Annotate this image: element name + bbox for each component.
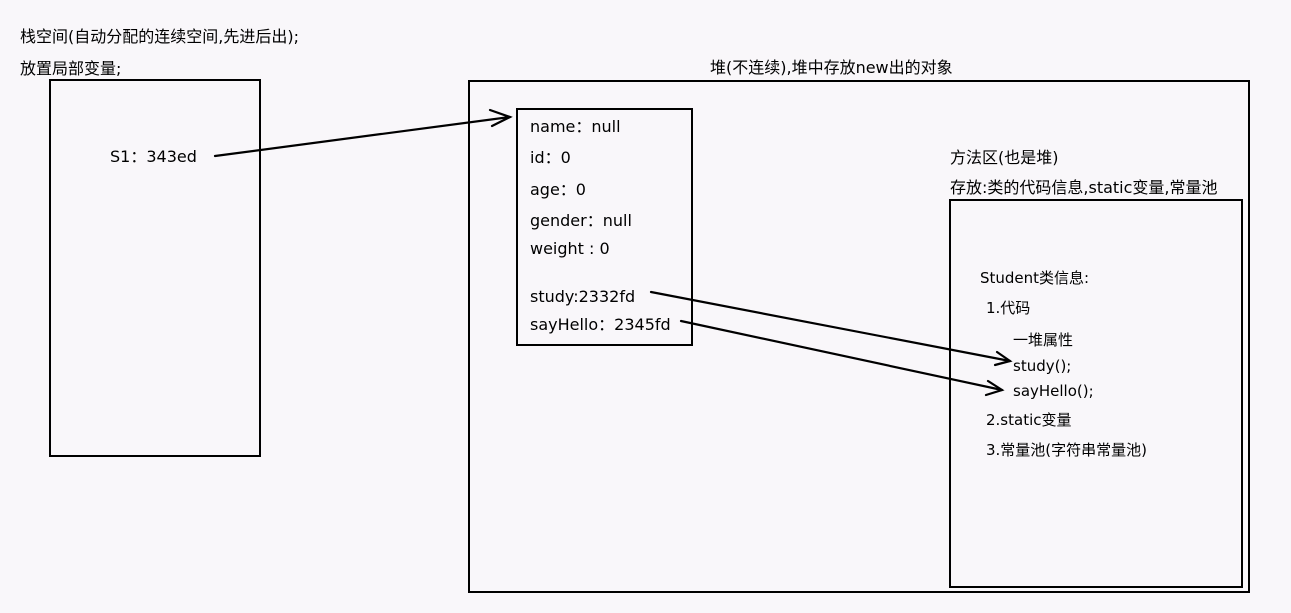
field-id: id：0 bbox=[530, 148, 571, 167]
field-weight: weight : 0 bbox=[530, 239, 610, 258]
class-item-static: 2.static变量 bbox=[986, 411, 1072, 429]
stack-variable-s1: S1：343ed bbox=[110, 147, 197, 166]
class-item-sayhello: sayHello(); bbox=[1013, 382, 1094, 400]
stack-box bbox=[49, 79, 261, 457]
heap-box bbox=[468, 80, 1250, 593]
heap-title: 堆(不连续),堆中存放new出的对象 bbox=[710, 58, 953, 77]
method-area-title-line2: 存放:类的代码信息,static变量,常量池 bbox=[950, 178, 1218, 197]
method-area-box bbox=[949, 199, 1243, 588]
arrow-head-study bbox=[993, 350, 1013, 367]
arrow-study bbox=[649, 290, 1012, 363]
field-name: name：null bbox=[530, 117, 621, 136]
stack-title-line1: 栈空间(自动分配的连续空间,先进后出); bbox=[20, 27, 299, 46]
field-age: age：0 bbox=[530, 180, 586, 199]
class-item-constant-pool: 3.常量池(字符串常量池) bbox=[986, 441, 1148, 459]
stack-title-line2: 放置局部变量; bbox=[20, 59, 122, 78]
arrow-head-s1 bbox=[488, 108, 513, 128]
class-item-code: 1.代码 bbox=[986, 299, 1031, 317]
arrow-sayhello bbox=[679, 319, 1004, 392]
field-gender: gender：null bbox=[530, 211, 632, 230]
arrow-head-sayhello bbox=[984, 379, 1005, 397]
class-item-study: study(); bbox=[1013, 357, 1072, 375]
field-sayhello: sayHello：2345fd bbox=[530, 315, 671, 334]
arrow-reference-s1 bbox=[213, 115, 512, 158]
method-area-title-line1: 方法区(也是堆) bbox=[950, 148, 1059, 167]
class-item-properties: 一堆属性 bbox=[1013, 331, 1074, 349]
field-study: study:2332fd bbox=[530, 287, 636, 306]
class-info-title: Student类信息: bbox=[980, 269, 1090, 287]
object-box bbox=[516, 108, 693, 346]
